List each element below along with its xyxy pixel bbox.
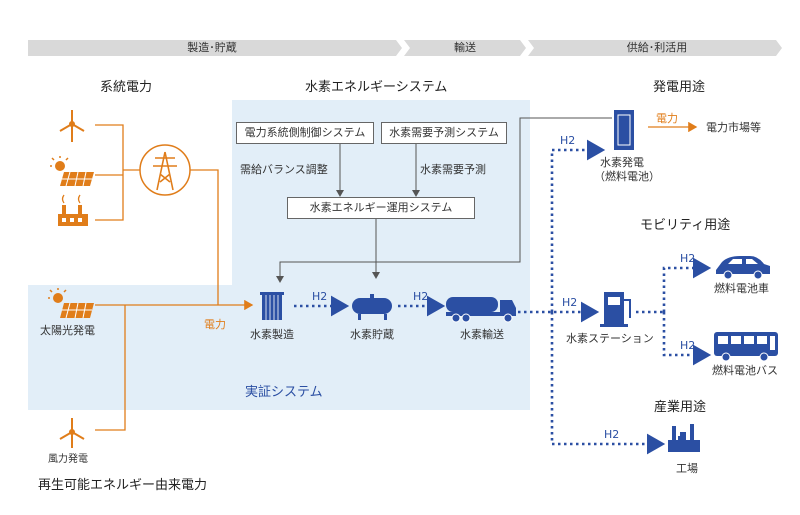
h2-transport-label: 水素輸送 [460, 328, 504, 341]
wind-turbine-icon [59, 110, 85, 142]
h2-station-label: 水素ステーション [566, 332, 654, 345]
storage-tank-icon [352, 294, 392, 320]
wind-label: 風力発電 [48, 454, 88, 465]
phase-manufacturing: 製造･貯蔵 [187, 41, 237, 54]
h2-label: H2 [680, 252, 696, 265]
hydrogen-station-icon [600, 292, 631, 327]
hydrogen-flow-lines [294, 139, 712, 455]
fc-car-label: 燃料電池車 [714, 282, 769, 295]
pylon-icon [139, 144, 191, 196]
renewable-power-title: 再生可能エネルギー由来電力 [38, 478, 208, 493]
grid-power-title: 系統電力 [100, 80, 153, 95]
power-market-label: 電力市場等 [706, 121, 761, 134]
wind-turbine-icon [59, 418, 85, 448]
h2-label: H2 [562, 296, 578, 309]
car-icon [716, 256, 770, 280]
factory-power-icon [58, 194, 88, 226]
solar-panel-icon [48, 288, 94, 319]
h2-label: H2 [604, 428, 620, 441]
phase-supply-use: 供給･利活用 [626, 41, 688, 54]
electrolyzer-icon [260, 292, 284, 320]
industrial-use-title: 産業用途 [654, 400, 707, 415]
power-generation-use-title: 発電用途 [653, 80, 706, 95]
supply-demand-balance-label: 需給バランス調整 [240, 163, 328, 176]
phase-header-bar [28, 40, 782, 56]
fuel-cell-label: （燃料電池） [594, 170, 660, 183]
hydrogen-system-panel [28, 100, 530, 410]
h2-label: H2 [560, 134, 576, 147]
h2-generation-label: 水素発電 [600, 156, 644, 169]
bus-icon [714, 332, 778, 362]
mobility-use-title: モビリティ用途 [640, 218, 731, 233]
h2-label: H2 [312, 290, 328, 303]
h2-storage-label: 水素貯蔵 [350, 328, 394, 341]
solar-panel-icon [50, 156, 94, 187]
demand-forecast-flow-label: 水素需要予測 [420, 163, 486, 176]
solar-label: 太陽光発電 [40, 324, 95, 337]
fuel-cell-icon [614, 110, 634, 150]
power-label-2: 電力 [656, 112, 678, 125]
power-label: 電力 [204, 318, 226, 331]
operation-system-box: 水素エネルギー運用システム [287, 197, 475, 219]
hydrogen-energy-system-title: 水素エネルギーシステム [305, 80, 448, 95]
factory-label: 工場 [676, 462, 698, 475]
demand-forecast-system-box: 水素需要予測システム [381, 122, 507, 144]
h2-label: H2 [680, 339, 696, 352]
h2-production-label: 水素製造 [250, 328, 294, 341]
power-lines [95, 121, 698, 431]
tanker-truck-icon [446, 297, 516, 323]
phase-transport: 輸送 [454, 41, 476, 54]
demo-system-title: 実証システム [245, 385, 323, 400]
h2-label: H2 [413, 290, 429, 303]
control-lines [276, 117, 612, 283]
grid-control-system-box: 電力系統側制御システム [236, 122, 374, 144]
fc-bus-label: 燃料電池バス [712, 364, 778, 377]
factory-icon [668, 424, 700, 452]
